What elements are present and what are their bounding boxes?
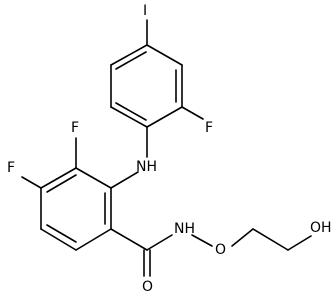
bond-nh-o <box>191 234 213 247</box>
bond-c-fluorine-top <box>181 106 204 120</box>
bond-ring-carbonyl <box>110 228 148 251</box>
bond-lower-ring-2-inner <box>46 174 77 193</box>
bond-o-ch2 <box>231 228 254 247</box>
upper-ring-bonds <box>110 44 183 128</box>
bond-upper-ring-6-inner <box>115 51 147 70</box>
bond-lower-ring-2 <box>40 167 77 189</box>
bond-carbonyl-nh <box>146 234 173 251</box>
bond-c-fluorine-4 <box>21 176 42 189</box>
bond-upper-ring-1 <box>146 44 183 66</box>
bond-ch2-oh <box>287 235 312 251</box>
atom-fluorine-4: F <box>7 160 15 176</box>
atom-fluorine-top-ring: F <box>205 120 213 136</box>
bond-lower-ring-4-inner <box>46 224 77 243</box>
atom-carbonyl-oxygen: O <box>142 279 153 295</box>
atom-fluorine-3: F <box>71 120 79 136</box>
bond-upper-ring-3 <box>146 106 183 128</box>
atom-ether-oxygen: O <box>215 242 226 258</box>
atom-amide-nh: NH <box>174 221 195 237</box>
atom-amine: NH <box>136 159 157 175</box>
bond-nh-lower-ring <box>110 171 139 189</box>
atom-hydroxyl: OH <box>310 220 332 236</box>
bond-ch2-ch2 <box>252 228 289 251</box>
bond-upper-ring-6 <box>110 44 148 66</box>
bond-lower-ring-4 <box>40 228 77 251</box>
bond-upper-ring-4 <box>110 106 148 128</box>
bond-lower-ring-1 <box>75 167 112 189</box>
bond-upper-ring-4-inner <box>115 102 147 121</box>
atom-iodine: I <box>143 3 147 19</box>
bond-lower-ring-5 <box>75 228 112 251</box>
lower-ring-bonds <box>40 167 112 251</box>
